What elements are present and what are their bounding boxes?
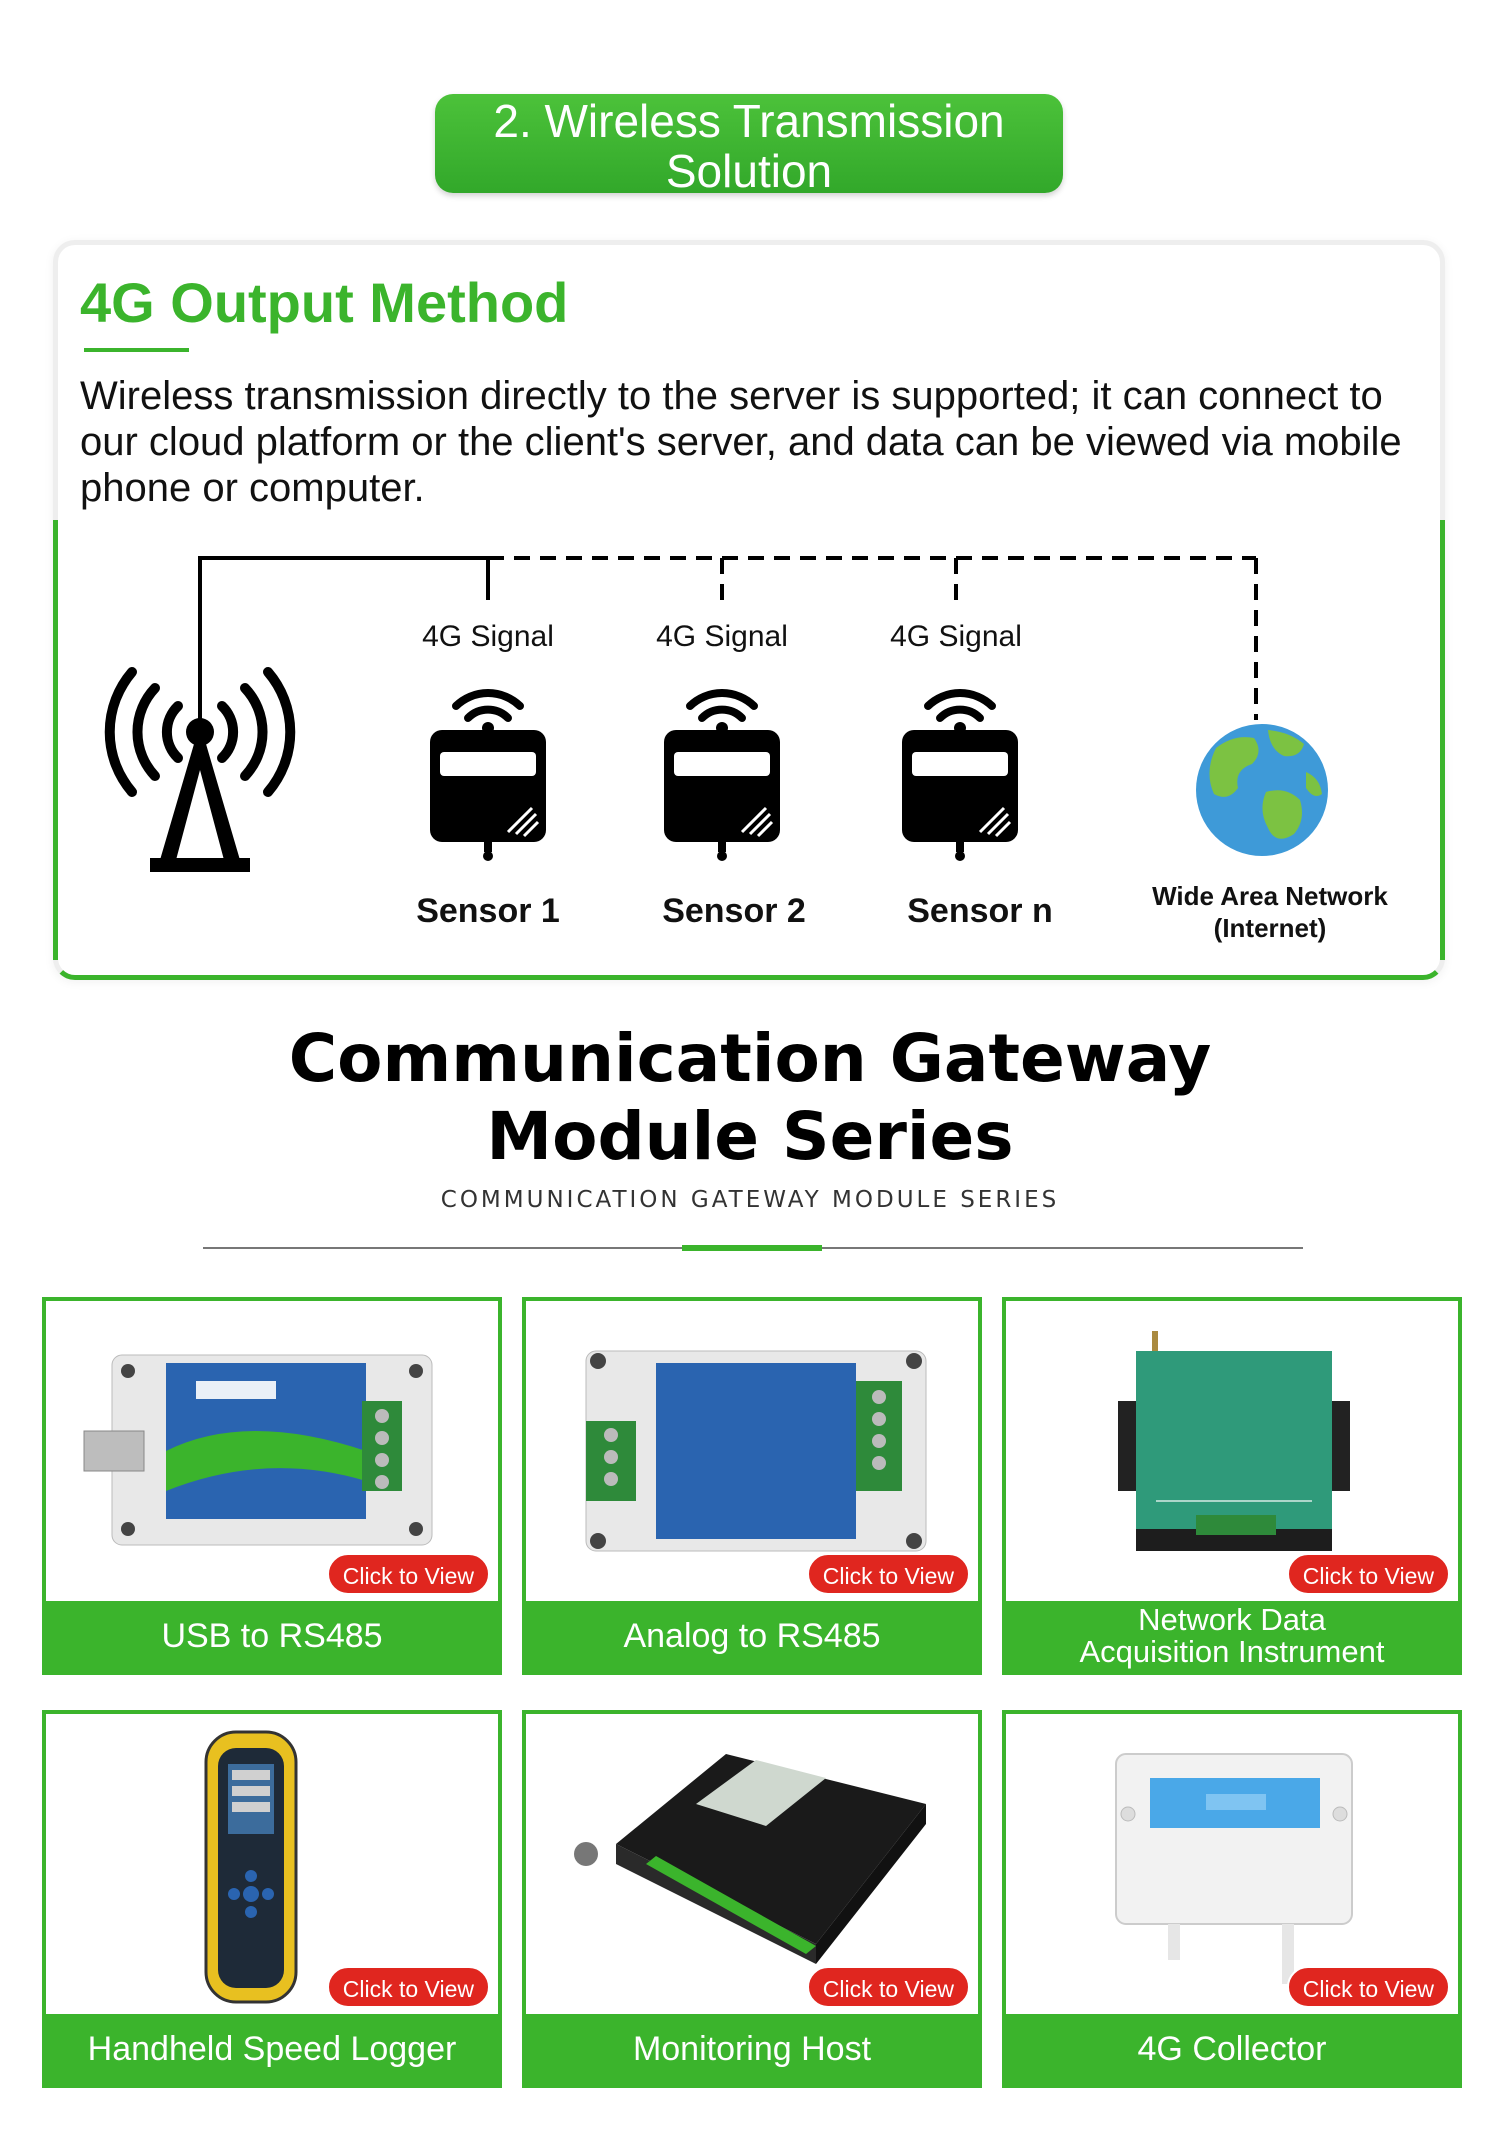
product-image: [46, 1301, 498, 1601]
product-card-analog-to-rs485[interactable]: Click to View Analog to RS485: [522, 1297, 982, 1675]
method-title: 4G Output Method: [80, 271, 569, 334]
product-image: [1006, 1301, 1458, 1601]
sensor-label-n: Sensor n: [907, 892, 1053, 930]
click-to-view-button[interactable]: Click to View: [806, 1966, 970, 2008]
product-image: [46, 1714, 498, 2014]
product-name-line-1: Network Data: [1138, 1602, 1326, 1637]
method-description: Wireless transmission directly to the se…: [80, 374, 1402, 510]
handheld-logger-icon: [204, 1730, 298, 2004]
4g-collector-icon: [1115, 1753, 1353, 1984]
product-image: [1006, 1714, 1458, 2014]
product-name: Monitoring Host: [526, 2014, 978, 2084]
product-card-4g-collector[interactable]: Click to View 4G Collector: [1002, 1710, 1462, 2088]
click-to-view-button[interactable]: Click to View: [326, 1553, 490, 1595]
signal-label-3: 4G Signal: [890, 620, 1022, 653]
monitoring-host-icon: [574, 1754, 926, 1964]
section-header-pill: 2. Wireless Transmission Solution: [435, 94, 1063, 197]
section-title: Communication Gateway Module Series: [0, 1020, 1500, 1176]
product-name: USB to RS485: [46, 1601, 498, 1671]
product-name: 4G Collector: [1006, 2014, 1458, 2084]
product-name-line-2: Acquisition Instrument: [1079, 1634, 1385, 1669]
wan-label-line-1: Wide Area Network: [1152, 881, 1388, 911]
sensor-label-1: Sensor 1: [416, 892, 560, 930]
header-line-2: Solution: [665, 145, 833, 197]
title-underline: [84, 348, 189, 352]
network-instrument-icon: [1118, 1331, 1350, 1551]
product-image: [526, 1301, 978, 1601]
signal-label-2: 4G Signal: [656, 620, 788, 653]
product-card-usb-to-rs485[interactable]: Click to View USB to RS485: [42, 1297, 502, 1675]
analog-module-icon: [585, 1350, 927, 1552]
wan-label-line-2: (Internet): [1213, 913, 1327, 943]
product-card-network-data-acquisition[interactable]: Click to View Network Data Acquisition I…: [1002, 1297, 1462, 1675]
click-to-view-button[interactable]: Click to View: [1286, 1553, 1450, 1595]
section-title-line-2: Module Series: [486, 1098, 1014, 1175]
product-name: Analog to RS485: [526, 1601, 978, 1671]
method-card: [53, 240, 1445, 980]
product-image: [526, 1714, 978, 2014]
sensor-label-2: Sensor 2: [662, 892, 806, 930]
header-line-1: 2. Wireless Transmission: [493, 95, 1005, 147]
product-name: Handheld Speed Logger: [46, 2014, 498, 2084]
click-to-view-button[interactable]: Click to View: [1286, 1966, 1450, 2008]
product-card-handheld-speed-logger[interactable]: Click to View Handheld Speed Logger: [42, 1710, 502, 2088]
click-to-view-button[interactable]: Click to View: [326, 1966, 490, 2008]
section-title-line-1: Communication Gateway: [288, 1020, 1212, 1097]
product-card-monitoring-host[interactable]: Click to View Monitoring Host: [522, 1710, 982, 2088]
click-to-view-button[interactable]: Click to View: [806, 1553, 970, 1595]
product-name: Network Data Acquisition Instrument: [1006, 1601, 1458, 1671]
section-divider-accent: [682, 1245, 822, 1251]
wan-label: Wide Area Network (Internet): [1120, 880, 1420, 944]
usb-module-icon: [83, 1354, 433, 1546]
signal-label-1: 4G Signal: [422, 620, 554, 653]
section-subtitle: COMMUNICATION GATEWAY MODULE SERIES: [440, 1187, 1060, 1213]
